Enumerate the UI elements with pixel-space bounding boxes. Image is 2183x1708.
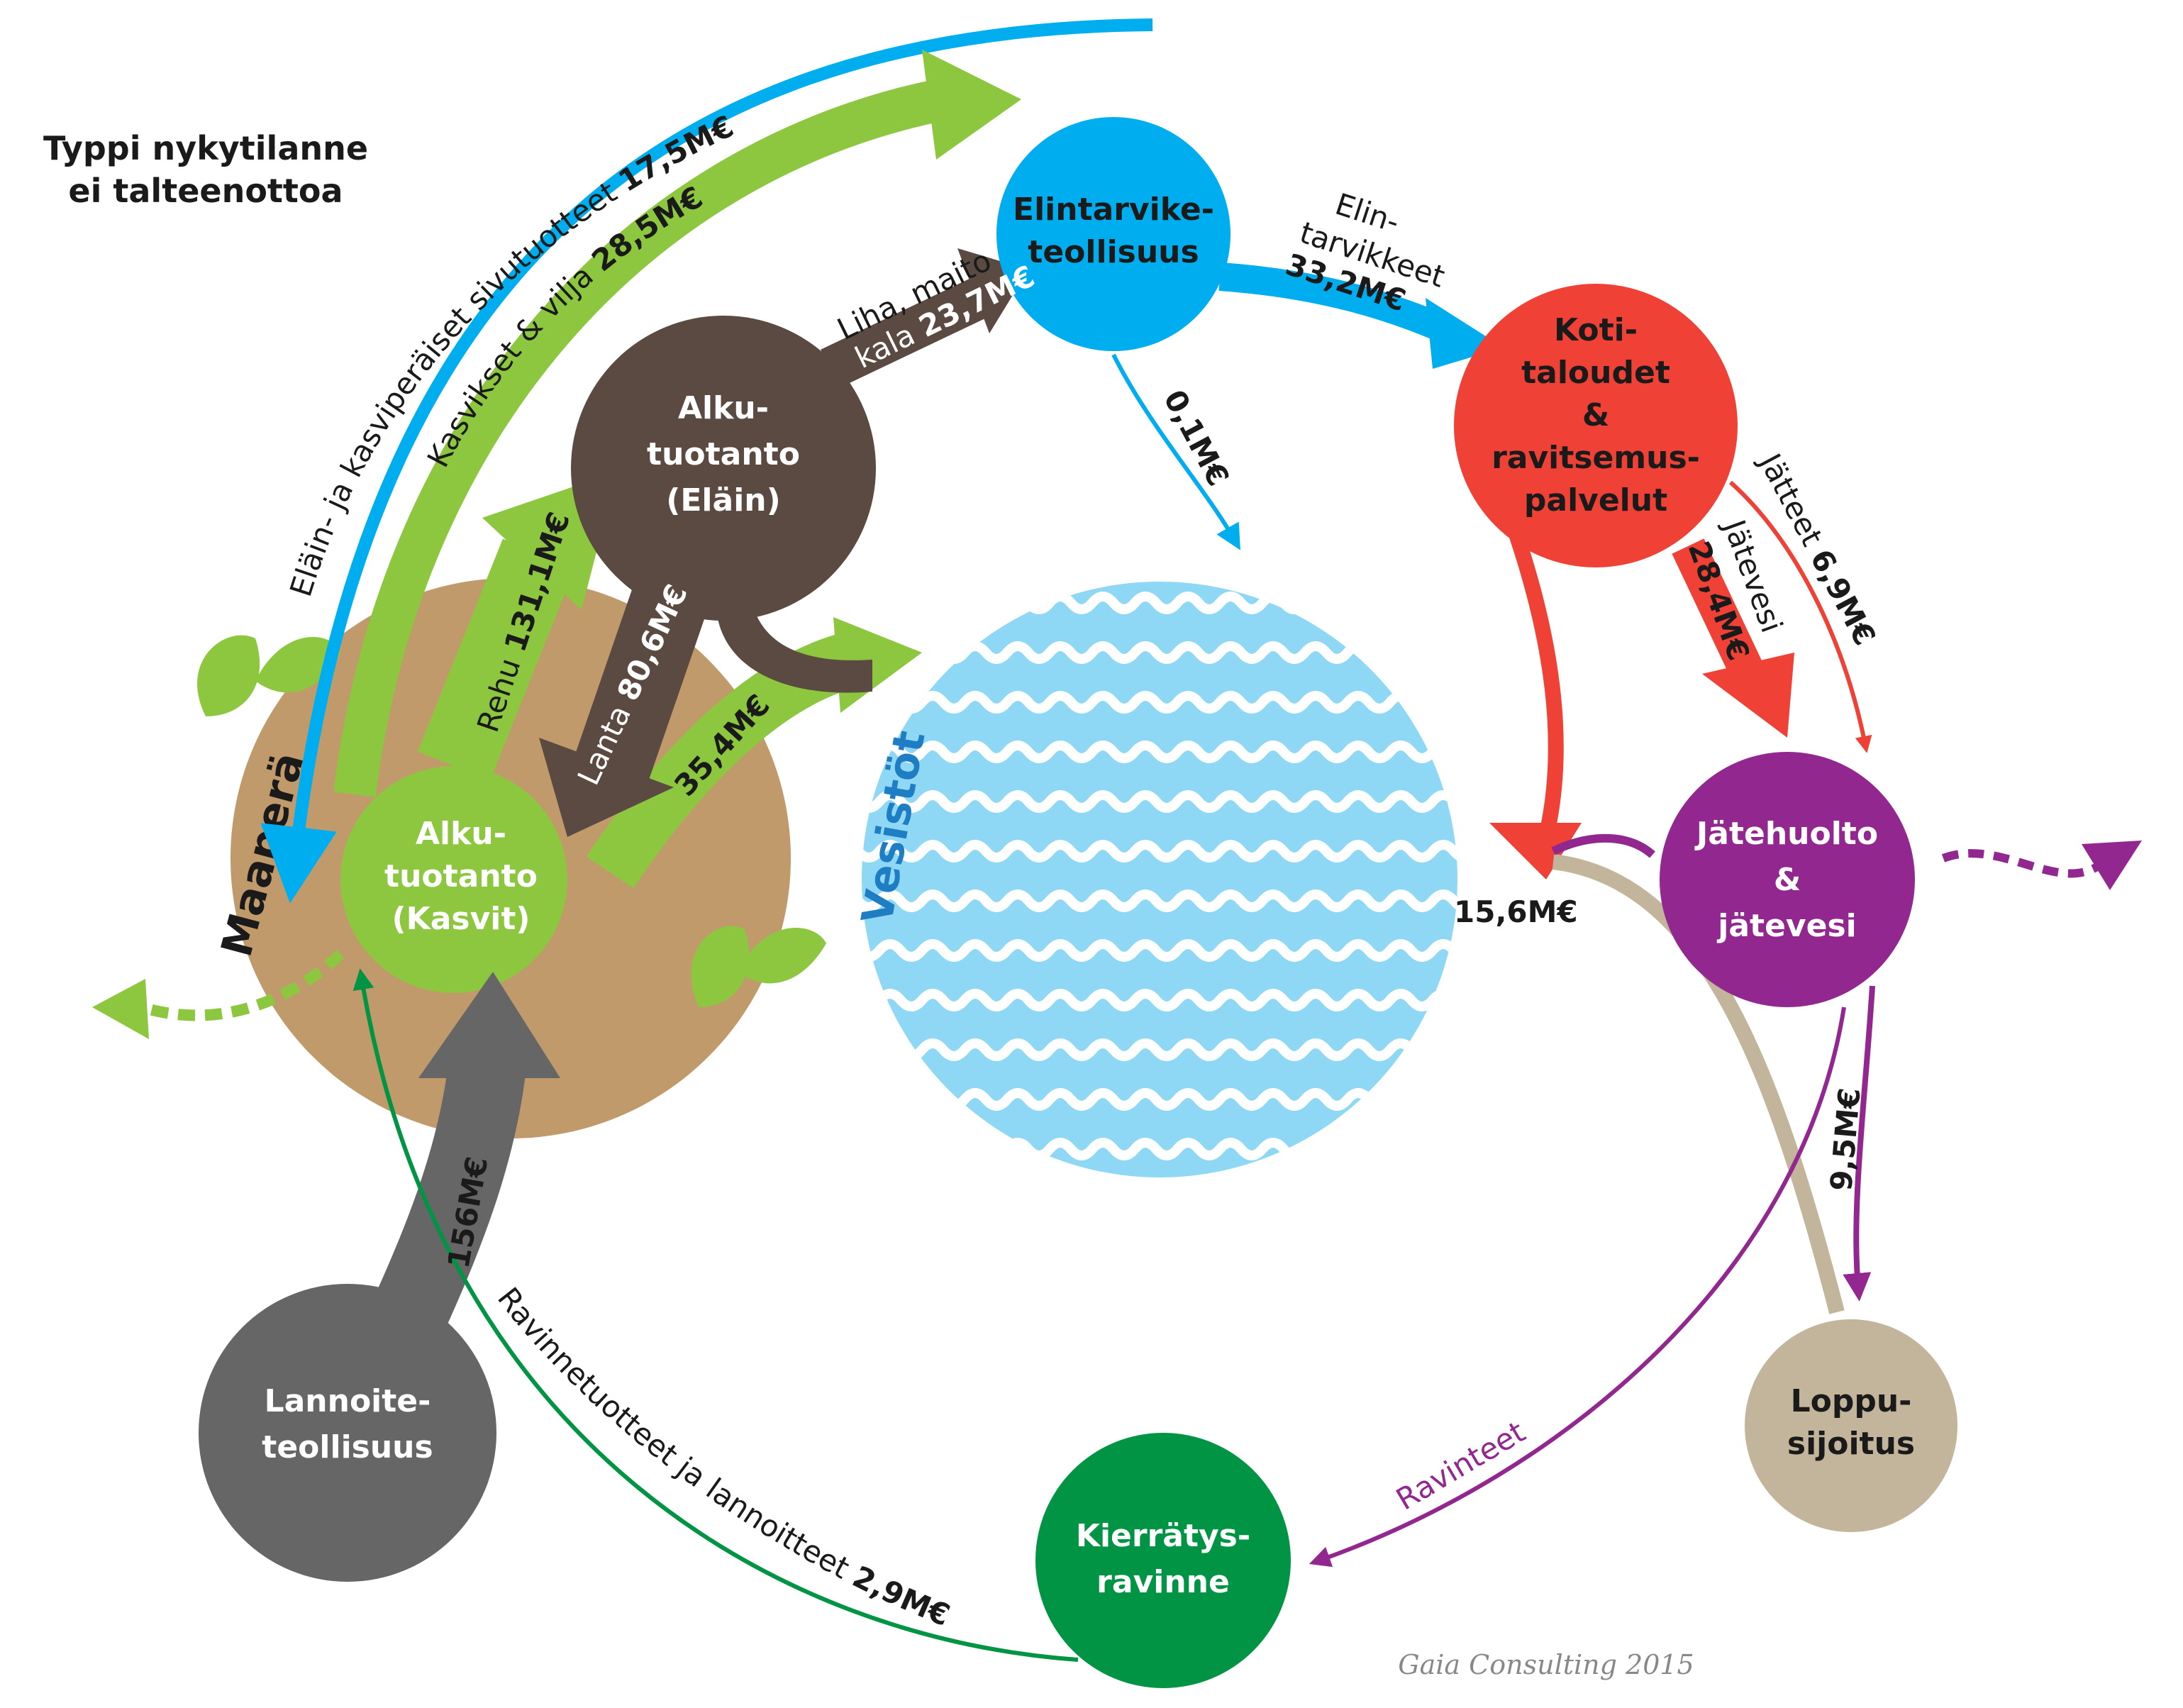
- wastewater-arrow: [1672, 538, 1768, 689]
- households-label-4: ravitsemus-: [1492, 440, 1700, 476]
- manure-arrowhead: [539, 738, 674, 837]
- waste-label-2: &: [1774, 862, 1801, 898]
- waste-loss-arrow: [1941, 849, 2102, 878]
- recycled-products-arrow: [352, 968, 1079, 1662]
- wave-line: [862, 790, 1457, 813]
- food-industry-node: [996, 117, 1231, 351]
- animal-label-2: tuotanto: [647, 436, 800, 472]
- wave-line: [862, 989, 1457, 1011]
- animal-tail: [716, 603, 872, 693]
- food-industry-label-2: teollisuus: [1028, 234, 1199, 270]
- manure-arrow: [573, 555, 718, 786]
- feed-arrow: [417, 538, 576, 781]
- households-node: [1454, 284, 1738, 567]
- households-label-2: taloudet: [1521, 355, 1670, 391]
- fertilizer-flow-arrowhead: [418, 972, 560, 1078]
- to-water-waste-label: 15,6M€: [1454, 894, 1578, 929]
- industry-water-label: 0,1M€: [1157, 384, 1236, 492]
- wave-line: [862, 1088, 1457, 1111]
- fertilizer-label-1: Lannoite-: [265, 1383, 431, 1419]
- animal-node: [571, 316, 876, 621]
- crops-grain-arrowhead: [922, 50, 1021, 160]
- waste-water-arrow: [1551, 833, 1655, 858]
- wave-line: [862, 840, 1457, 863]
- final-disposal-label-1: Loppu-: [1791, 1383, 1912, 1419]
- disposal-to-water-curve: [1552, 854, 1845, 1314]
- diagram-title-line1: Typpi nykytilanne: [43, 129, 368, 167]
- animal-label-3: (Eläin): [666, 482, 780, 518]
- byproducts-arrow: [260, 18, 1153, 904]
- waste-label-1: Jätehuolto: [1694, 816, 1878, 852]
- crops-node: [340, 766, 567, 993]
- leaf-icon: [691, 926, 826, 1007]
- solid-waste-arrow: [1729, 480, 1872, 753]
- waste-disposal-arrow: [1843, 985, 1875, 1302]
- recycling-label-2: ravinne: [1096, 1564, 1230, 1600]
- households-label-3: &: [1582, 397, 1609, 433]
- animal-label-1: Alku-: [678, 390, 769, 426]
- wave-line: [862, 641, 1457, 664]
- crops-label-2: tuotanto: [384, 858, 538, 894]
- water-circle: [862, 582, 1457, 1177]
- crops-grain-arrow: [333, 78, 948, 797]
- final-disposal-node: [1745, 1319, 1957, 1532]
- diagram-title-line2: ei talteenottoa: [68, 172, 343, 210]
- recycled-products-label: Ravinnetuotteet ja lannoitteet 2,9M€: [491, 1281, 955, 1633]
- final-disposal-label-2: sijoitus: [1787, 1426, 1915, 1462]
- wave-line: [862, 1038, 1457, 1061]
- wave-line: [862, 889, 1457, 912]
- meat-arrow: [821, 278, 988, 389]
- leaf-icon: [197, 635, 340, 716]
- household-water-arrow: [1503, 515, 1564, 839]
- recycling-node: [1035, 1433, 1291, 1688]
- households-label-5: palvelut: [1524, 482, 1667, 518]
- crops-label-1: Alku-: [416, 816, 506, 852]
- waste-loss-arrowhead: [2082, 841, 2142, 890]
- wave-line: [862, 1138, 1457, 1160]
- wave-line: [862, 939, 1457, 962]
- nutrients-arrow: [1309, 1006, 1846, 1568]
- household-water-arrowhead: [1489, 823, 1582, 880]
- wave-line: [862, 592, 1457, 614]
- credit-label: Gaia Consulting 2015: [1398, 1649, 1694, 1680]
- soil-loss-arrow: [140, 950, 345, 1021]
- waste-label-3: jätevesi: [1716, 908, 1856, 944]
- waste-node: [1660, 752, 1915, 1007]
- recycling-label-1: Kierrätys-: [1076, 1518, 1250, 1554]
- wave-line: [862, 741, 1457, 763]
- fertilizer-label-2: teollisuus: [262, 1429, 433, 1465]
- crops-label-3: (Kasvit): [392, 901, 531, 937]
- households-label-1: Koti-: [1554, 312, 1638, 348]
- wastewater-arrowhead: [1702, 653, 1794, 738]
- food-industry-label-1: Elintarvike-: [1013, 192, 1214, 228]
- industry-water-arrow: [1111, 353, 1240, 550]
- soil-loss-arrowhead: [92, 979, 149, 1039]
- fertilizer-node: [199, 1284, 496, 1582]
